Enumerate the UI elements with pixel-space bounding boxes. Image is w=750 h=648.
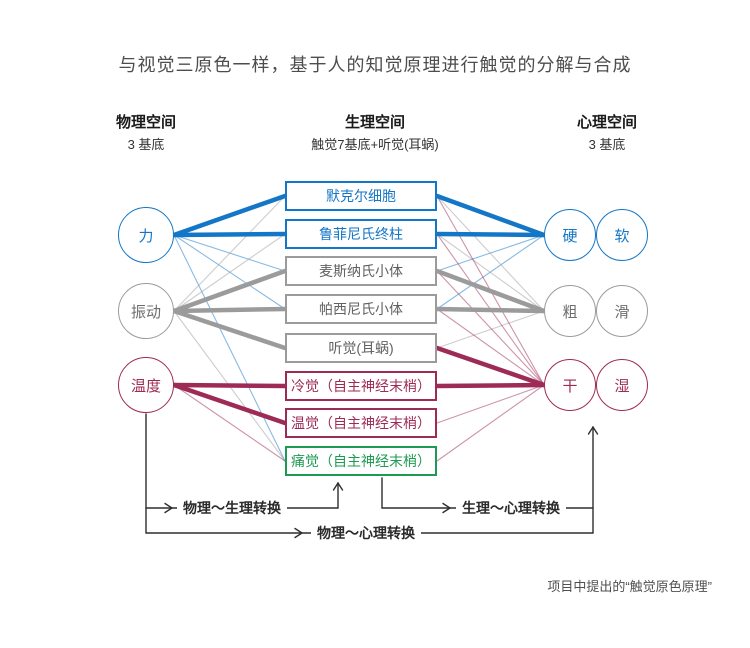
column-subtitle: 触觉7基底+听觉(耳蜗) xyxy=(311,137,439,152)
node-label: 振动 xyxy=(130,303,161,321)
flow-label-physical-psychological: 物理～心理转换 xyxy=(311,523,421,543)
psych-node-soft: 软 xyxy=(596,209,648,261)
node-label: 干 xyxy=(562,377,578,395)
column-header-physiological: 生理空间 触觉7基底+听觉(耳蜗) xyxy=(311,114,438,152)
receptor-box-cold: 冷觉（自主神经末梢） xyxy=(285,371,437,401)
physical-node-temperature: 温度 xyxy=(118,357,174,413)
column-title: 物理空间 xyxy=(115,114,177,131)
receptor-box-merkel: 默克尔细胞 xyxy=(285,181,437,211)
node-label: 粗 xyxy=(562,303,578,321)
node-label: 硬 xyxy=(562,227,578,245)
physical-node-vibration: 振动 xyxy=(118,283,174,339)
receptor-label: 冷觉（自主神经末梢） xyxy=(291,378,431,394)
node-label: 力 xyxy=(138,227,154,245)
receptor-label: 帕西尼氏小体 xyxy=(319,301,403,317)
receptor-box-ruffini: 鲁菲尼氏终柱 xyxy=(285,219,437,249)
flow-label-physical-physiological: 物理～生理转换 xyxy=(177,498,287,518)
column-subtitle: 3 基底 xyxy=(588,137,626,152)
receptor-label: 麦斯纳氏小体 xyxy=(319,263,403,279)
psych-node-wet: 湿 xyxy=(596,359,648,411)
node-label: 滑 xyxy=(614,303,630,321)
receptor-box-hearing: 听觉(耳蜗) xyxy=(285,333,437,363)
flow-label-physiological-psychological: 生理～心理转换 xyxy=(456,498,566,518)
receptor-box-pain: 痛觉（自主神经末梢） xyxy=(285,446,437,476)
receptor-label: 鲁菲尼氏终柱 xyxy=(319,226,403,242)
footer-caption: 项目中提出的“触觉原色原理” xyxy=(547,579,712,594)
receptor-label: 温觉（自主神经末梢） xyxy=(291,415,431,431)
column-header-psychological: 心理空间 3 基底 xyxy=(577,114,637,152)
node-label: 温度 xyxy=(130,377,161,395)
column-subtitle: 3 基底 xyxy=(127,137,165,152)
receptor-label: 默克尔细胞 xyxy=(326,188,396,204)
diagram-title: 与视觉三原色一样，基于人的知觉原理进行触觉的分解与合成 xyxy=(118,55,632,75)
receptor-box-pacinian: 帕西尼氏小体 xyxy=(285,294,437,324)
node-label: 软 xyxy=(614,227,630,245)
physical-node-force: 力 xyxy=(118,207,174,263)
receptor-box-warm: 温觉（自主神经末梢） xyxy=(285,408,437,438)
psych-node-dry: 干 xyxy=(544,359,596,411)
column-title: 生理空间 xyxy=(344,114,406,131)
receptor-label: 痛觉（自主神经末梢） xyxy=(291,453,431,469)
receptor-box-meissner: 麦斯纳氏小体 xyxy=(285,256,437,286)
node-label: 湿 xyxy=(614,377,630,395)
column-title: 心理空间 xyxy=(576,114,638,131)
psych-node-hard: 硬 xyxy=(544,209,596,261)
psych-node-rough: 粗 xyxy=(544,285,596,337)
column-header-physical: 物理空间 3 基底 xyxy=(116,114,176,152)
psych-node-smooth: 滑 xyxy=(596,285,648,337)
receptor-label: 听觉(耳蜗) xyxy=(328,340,394,356)
